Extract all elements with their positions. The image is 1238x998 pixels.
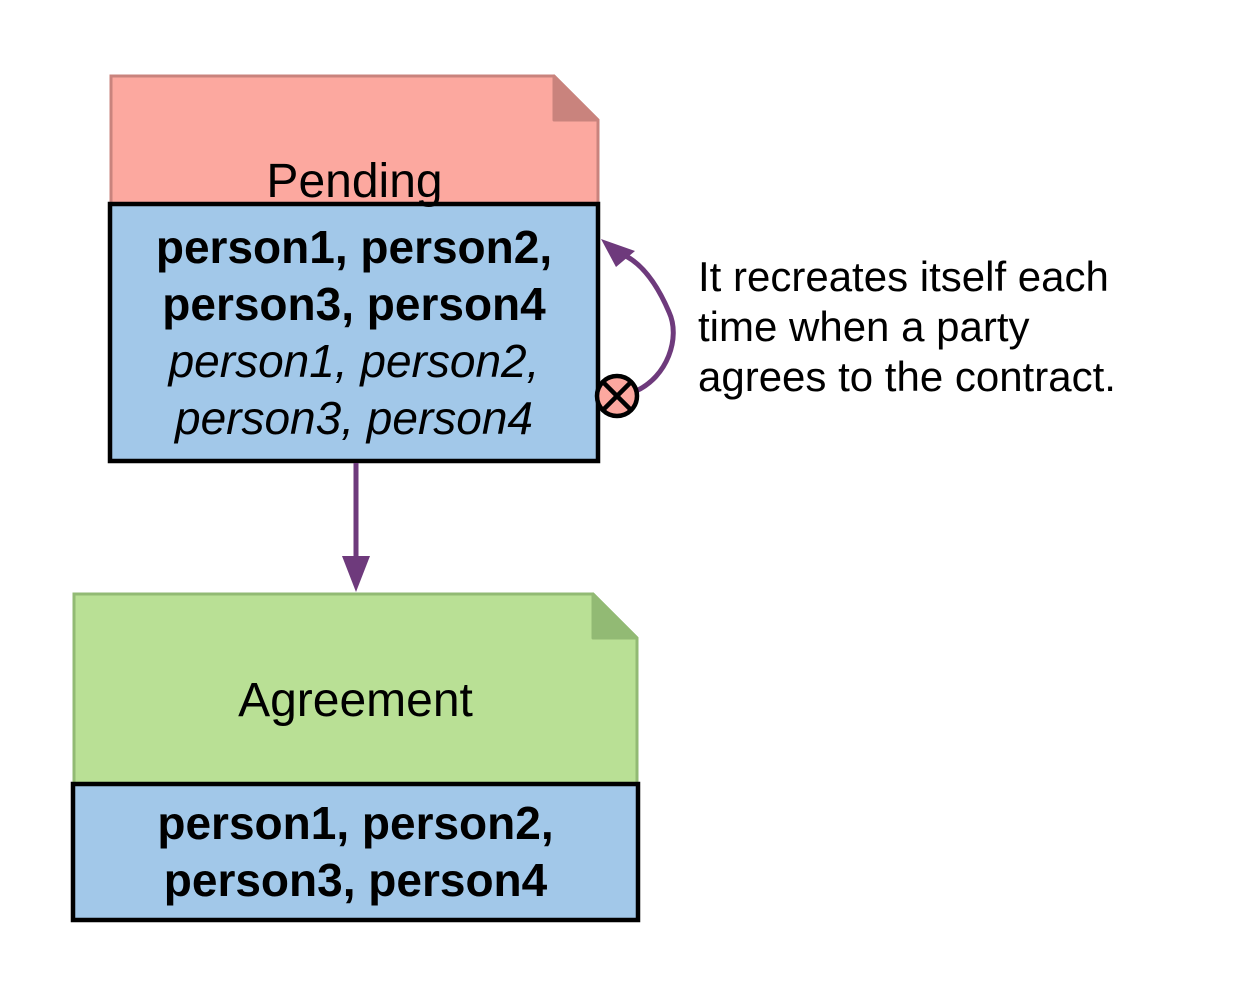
pending-signatories-line: person1, person2, [155,220,553,273]
pending-header-fold [552,74,600,122]
pending-observers-line: person3, person4 [174,391,534,444]
agreement-signatories-line: person3, person4 [163,854,548,906]
pending-title: Pending [266,155,443,208]
agreement-body-shape [70,781,641,923]
archive-icon [594,373,640,419]
pending-signatories-line: person3, person4 [162,277,546,330]
annotation-line: agrees to the contract. [698,353,1116,400]
recreate-arrow-head [601,239,635,267]
pending-body-shape [107,201,601,464]
pending-observers-line: person1, person2, [168,334,540,387]
annotation-line: It recreates itself each [698,253,1109,300]
pending-header-shape [109,74,600,207]
agreement-title: Agreement [238,674,473,727]
agreement-header-fold [591,592,639,640]
agreement-body-text: person1, person2, person3, person4 [73,784,638,920]
transition-arrow-head [342,556,370,592]
annotation-line: time when a party [698,303,1030,350]
agreement-signatories-line: person1, person2, [157,797,554,849]
recreate-arrow-curve [624,253,676,394]
annotation-text: It recreates itself each time when a par… [698,252,1116,402]
agreement-header-shape [72,592,639,786]
pending-body-text: person1, person2, person3, person4 perso… [110,204,598,461]
